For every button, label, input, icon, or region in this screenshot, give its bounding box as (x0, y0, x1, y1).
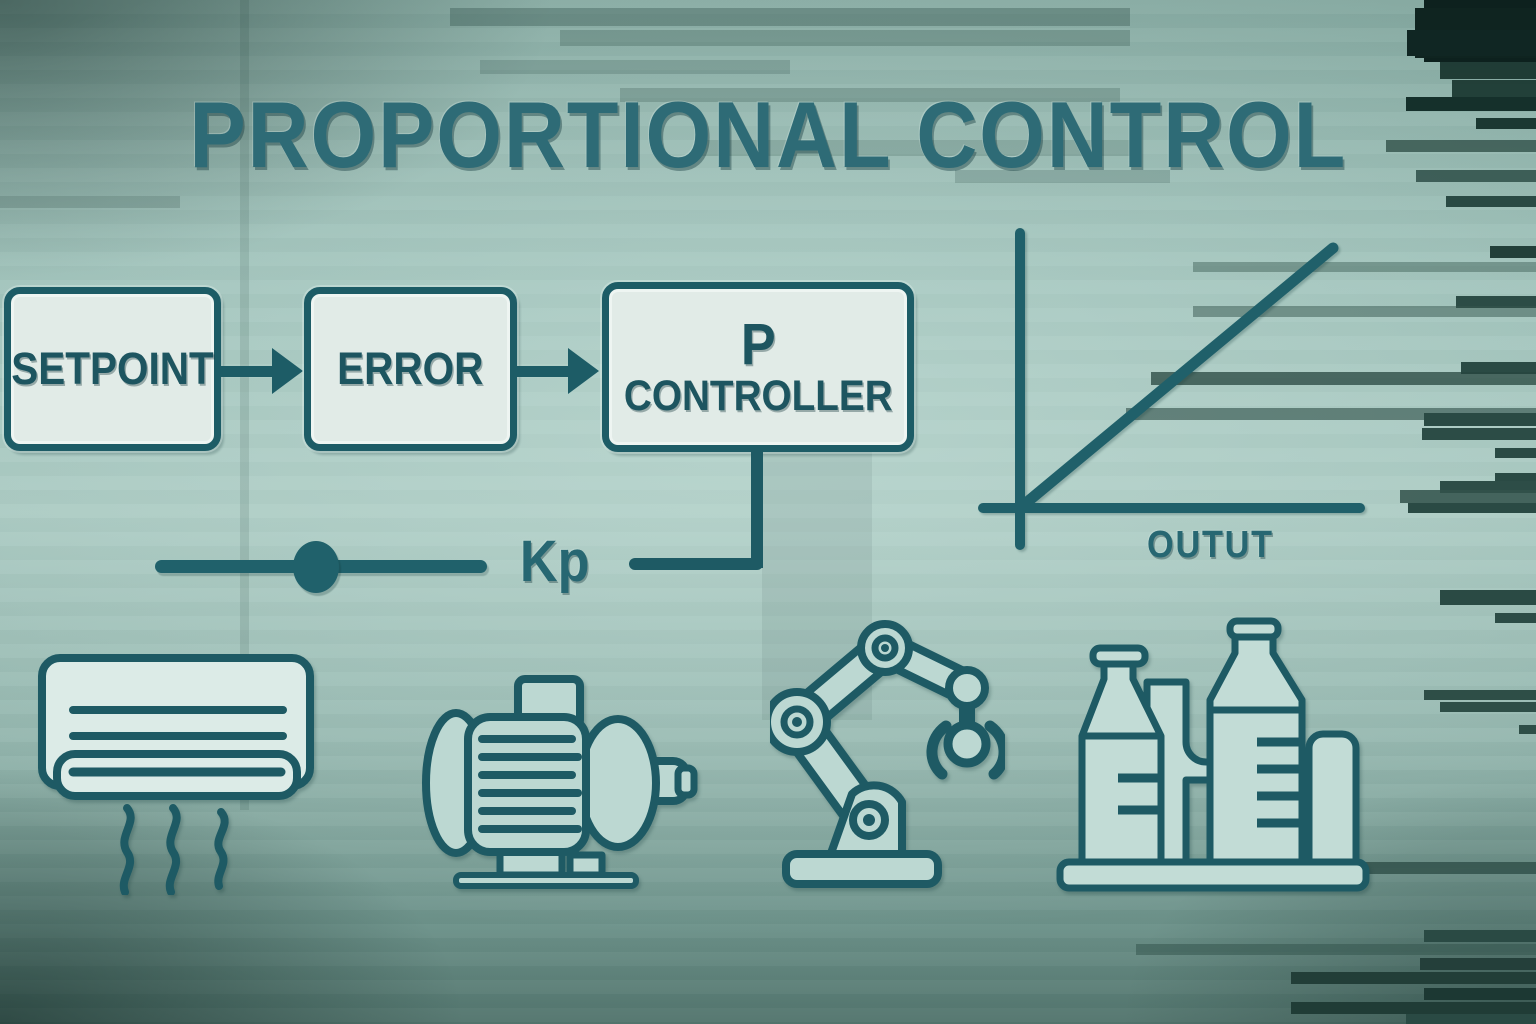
artifact-bar (1446, 196, 1536, 207)
background-streak (450, 8, 1130, 26)
p-controller-label-line1: P (740, 312, 776, 378)
graph-axis-label-text: OUTUT (1146, 524, 1274, 566)
air-conditioner-icon (38, 654, 314, 895)
tanks-platform (1056, 858, 1370, 892)
artifact-bar (1495, 613, 1536, 623)
artifact-bar (1400, 490, 1536, 503)
artifact-bar (1440, 590, 1536, 605)
artifact-bar (1193, 262, 1536, 272)
artifact-bar (1291, 972, 1536, 984)
artifact-bar (1136, 944, 1536, 955)
artifact-bar (1452, 80, 1536, 98)
artifact-bar (1456, 296, 1536, 308)
kp-gain-label: Kp (505, 528, 605, 595)
artifact-bar (1151, 372, 1536, 385)
artifact-bar (1440, 702, 1536, 712)
motor-end-cap (576, 715, 660, 851)
controller-output-connector-vertical (751, 450, 763, 568)
controller-output-connector-horizontal (629, 558, 763, 570)
robot-arm-icon (770, 620, 1005, 888)
p-controller-label-line2: CONTROLLER (623, 371, 893, 420)
process-tanks-icon (1056, 617, 1370, 892)
artifact-bar (1193, 306, 1536, 317)
page-title: PROPORTIONAL CONTROL (0, 88, 1536, 182)
graph-axis-label: OUTUT (1135, 524, 1285, 567)
ac-airflow-wave (214, 808, 229, 890)
background-streak (0, 196, 180, 208)
graph-proportional-line (1014, 242, 1339, 514)
artifact-bar (1476, 118, 1536, 129)
robot-base-plate (782, 850, 942, 888)
kp-gain-label-text: Kp (520, 529, 590, 594)
artifact-bar (1407, 30, 1536, 56)
motor-body (464, 713, 590, 856)
artifact-bar (1424, 988, 1536, 1000)
background-streak (620, 88, 1120, 102)
artifact-bar (1495, 473, 1536, 484)
artifact-bar (1424, 413, 1536, 426)
p-controller-box: P CONTROLLER (602, 282, 914, 452)
background-streak (560, 30, 1130, 46)
artifact-bar (1461, 362, 1536, 374)
artifact-bar (1440, 62, 1536, 79)
electric-motor-icon (422, 675, 698, 889)
robot-claw-right (984, 720, 1005, 780)
page-title-text: PROPORTIONAL CONTROL (189, 82, 1347, 187)
artifact-bar (1420, 958, 1536, 970)
error-box: ERROR (304, 287, 517, 451)
background-streak (480, 60, 790, 74)
artifact-bar (1408, 503, 1536, 513)
robot-elbow-joint (945, 666, 989, 710)
kp-gain-slider-handle[interactable] (293, 541, 339, 593)
artifact-bar (1495, 448, 1536, 458)
artifact-bar (1386, 140, 1536, 152)
artifact-bar (1406, 97, 1536, 111)
background-streak (700, 140, 1130, 156)
setpoint-label: SETPOINT (11, 343, 214, 395)
robot-top-joint-dot (881, 644, 889, 652)
error-label: ERROR (337, 343, 484, 395)
artifact-bar (1416, 170, 1536, 182)
motor-shaft-tip (674, 764, 698, 799)
robot-gripper-hub (943, 720, 991, 768)
artifact-bar (1422, 428, 1536, 440)
artifact-bar (1424, 690, 1536, 700)
background-streak (955, 170, 1170, 183)
proportional-response-graph (978, 228, 1365, 550)
artifact-bar (1490, 246, 1536, 258)
robot-shoulder-joint-dot (792, 717, 802, 727)
robot-claw-left (926, 720, 952, 780)
artifact-bar (1291, 1002, 1536, 1014)
robot-base-pivot-dot (863, 814, 875, 826)
right-bottle-body (1206, 633, 1306, 866)
ac-airflow-wave (119, 804, 135, 895)
artifact-bar (1406, 1014, 1536, 1024)
motor-base (453, 872, 639, 889)
ac-airflow-wave (165, 804, 181, 895)
setpoint-box: SETPOINT (4, 287, 221, 451)
artifact-bar (1424, 930, 1536, 942)
arrow-setpoint-to-error (221, 366, 272, 377)
artifact-bar (1519, 725, 1536, 734)
arrowhead-setpoint-to-error (272, 348, 303, 394)
arrow-error-to-controller (517, 366, 568, 377)
right-small-tank (1305, 730, 1360, 866)
background-streak (240, 0, 249, 810)
arrowhead-error-to-controller (568, 348, 599, 394)
